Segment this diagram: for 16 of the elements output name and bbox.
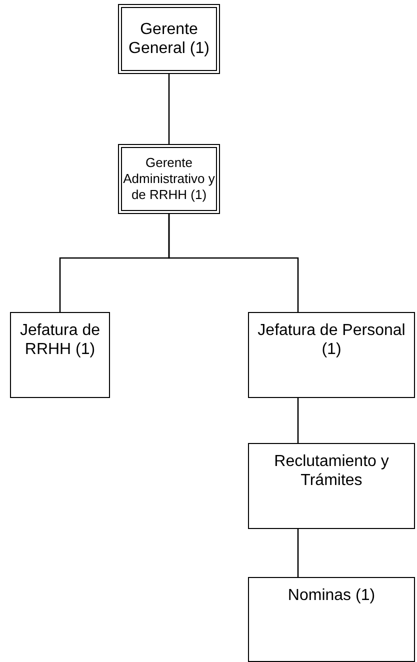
org-box bbox=[248, 577, 415, 662]
org-box bbox=[118, 4, 220, 74]
org-box bbox=[118, 144, 220, 214]
position-title: Reclutamiento y Trámites bbox=[273, 452, 390, 491]
org-box bbox=[248, 312, 415, 398]
position-title: Gerente General (1) bbox=[128, 20, 210, 58]
org-box bbox=[10, 312, 110, 398]
connector-line bbox=[297, 398, 299, 443]
connector-line bbox=[297, 529, 299, 577]
connector-line bbox=[168, 214, 299, 312]
connector-line bbox=[168, 74, 170, 144]
position-title: Nominas (1) bbox=[288, 586, 376, 606]
org-box bbox=[248, 443, 415, 529]
position-title: Jefatura de Personal (1) bbox=[256, 321, 406, 360]
position-title: Gerente Administrativo y de RRHH (1) bbox=[122, 155, 216, 203]
position-title: Jefatura de RRHH (1) bbox=[18, 321, 102, 360]
